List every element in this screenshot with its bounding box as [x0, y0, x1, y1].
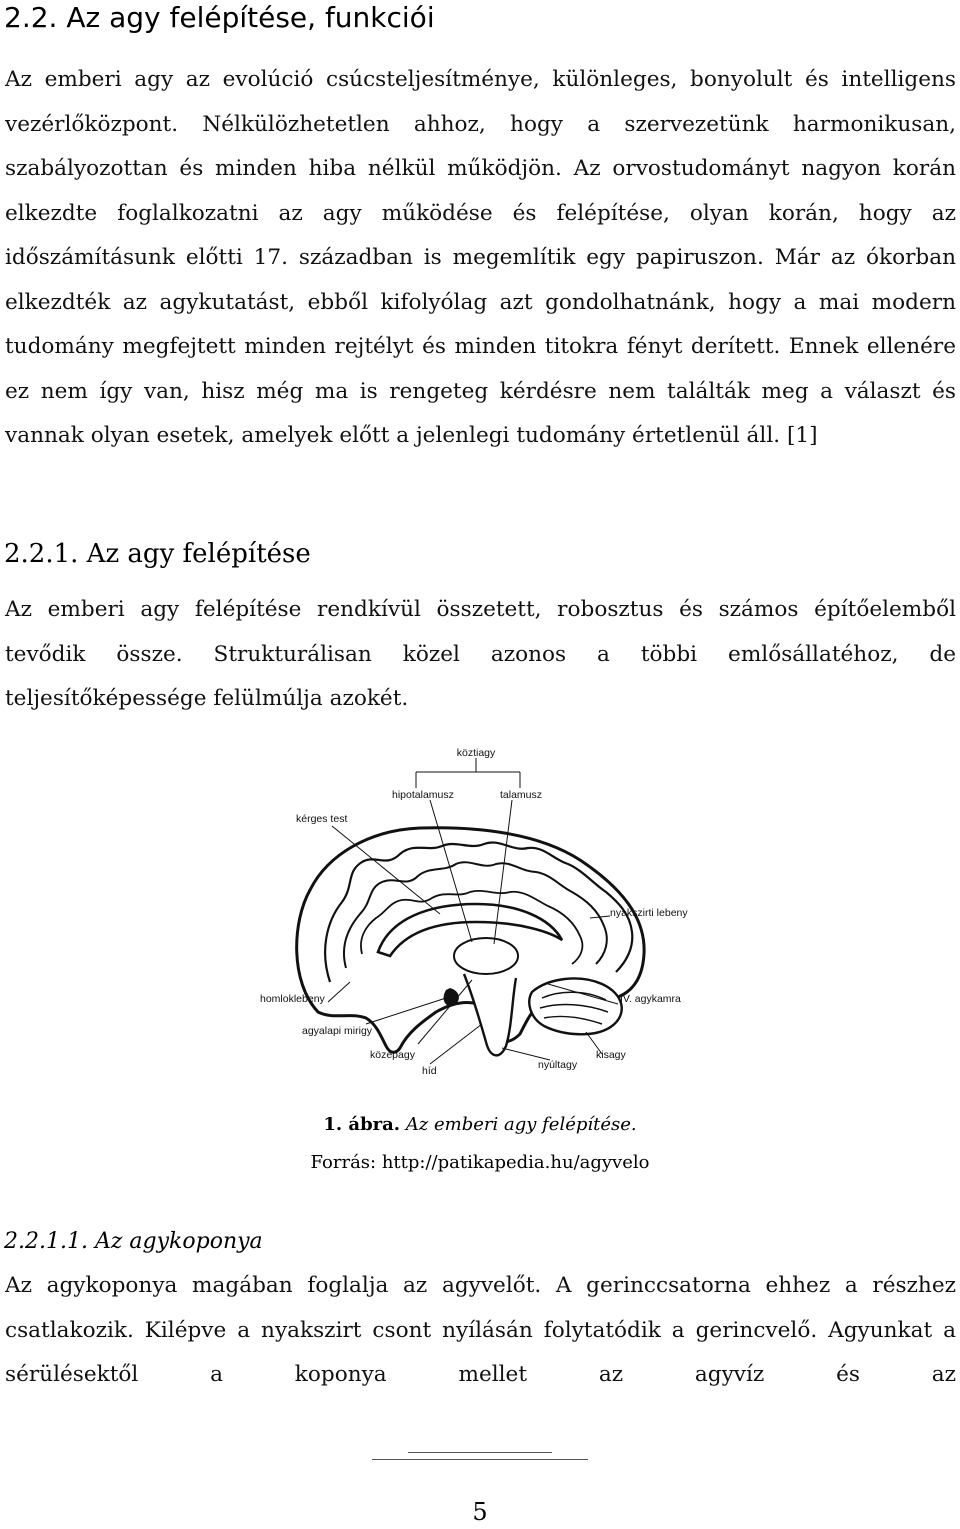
- label-kisagy: kisagy: [596, 1049, 627, 1061]
- figure-caption-number: 1. ábra.: [323, 1114, 401, 1135]
- cerebellum-shape: [528, 977, 623, 1036]
- subsection-title: 2.2.1. Az agy felépítése: [4, 539, 311, 569]
- subsubsection-paragraph: Az agykoponya magában foglalja az agyvel…: [5, 1273, 956, 1387]
- label-nyakszirti-lebeny: nyakszirti lebeny: [610, 907, 688, 919]
- page-number: 5: [472, 1498, 488, 1526]
- label-kozepagy: középagy: [370, 1049, 416, 1061]
- label-nyultagy: nyúltagy: [538, 1059, 578, 1071]
- section-title: 2.2. Az agy felépítése, funkciói: [4, 1, 435, 34]
- figure-caption-text: Az emberi agy felépítése.: [405, 1114, 637, 1135]
- subsubsection-title: 2.2.1.1. Az agykoponya: [4, 1229, 263, 1254]
- brain-diagram: köztiagy hipotalamusz talamusz kérges te…: [260, 747, 688, 1077]
- brain-figure: köztiagy hipotalamusz talamusz kérges te…: [250, 742, 710, 1082]
- leader-lines: [327, 758, 619, 1065]
- label-homloklebeny: homloklebeny: [260, 993, 326, 1005]
- label-koztiagy: köztiagy: [457, 747, 496, 759]
- footer-rule-bottom: [372, 1459, 588, 1460]
- cerebellum-folia-shape: [539, 991, 609, 1025]
- thalamus-shape: [453, 937, 519, 975]
- label-kerges-test: kérges test: [296, 813, 347, 825]
- label-iv-agykamra: IV. agykamra: [620, 993, 681, 1005]
- label-talamusz: talamusz: [500, 789, 542, 801]
- brainstem-shape: [462, 973, 518, 1057]
- label-hipotalamusz: hipotalamusz: [392, 789, 454, 801]
- corpus-callosum-shape: [376, 902, 564, 958]
- gyri-middle-shape: [342, 861, 608, 969]
- section-paragraph: Az emberi agy az evolúció csúcsteljesítm…: [5, 67, 956, 448]
- figure-source: Forrás: http://patikapedia.hu/agyvelo: [310, 1152, 650, 1173]
- footer-rule-top: [408, 1452, 552, 1453]
- label-hid: híd: [422, 1065, 437, 1077]
- subsection-paragraph: Az emberi agy felépítése rendkívül össze…: [5, 597, 956, 711]
- gyri-outer-shape: [324, 841, 634, 983]
- label-agyalapi-mirigy: agyalapi mirigy: [302, 1025, 373, 1037]
- pituitary-shape: [443, 988, 459, 1006]
- figure-caption: 1. ábra. Az emberi agy felépítése.: [0, 1114, 960, 1135]
- gyri-inner-shape: [360, 889, 584, 965]
